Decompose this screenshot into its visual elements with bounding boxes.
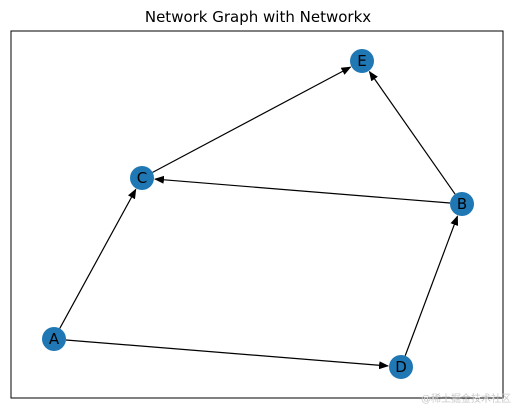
node-a: A	[42, 327, 66, 351]
node-label-e: E	[357, 52, 366, 70]
watermark: @稀土掘金技术社区	[421, 392, 511, 405]
node-label-b: B	[457, 195, 467, 213]
edge-a-c	[59, 188, 137, 329]
nodes-layer: A B C D E	[42, 49, 474, 379]
node-label-d: D	[395, 358, 407, 376]
node-label-a: A	[49, 330, 60, 348]
edge-b-c	[153, 175, 451, 204]
axes-frame	[10, 30, 504, 399]
node-circle-a	[42, 327, 66, 351]
node-b: B	[450, 192, 474, 216]
node-e: E	[350, 49, 374, 73]
node-circle-e	[350, 49, 374, 73]
edge-a-d	[65, 339, 390, 370]
node-circle-d	[389, 355, 413, 379]
edge-b-e	[368, 70, 456, 195]
edge-d-b	[404, 215, 459, 356]
node-circle-b	[450, 192, 474, 216]
edges-layer	[59, 66, 459, 370]
figure-title: Network Graph with Networkx	[145, 8, 371, 26]
node-d: D	[389, 355, 413, 379]
edge-c-e	[152, 66, 352, 173]
node-c: C	[130, 166, 154, 190]
node-circle-c	[130, 166, 154, 190]
node-label-c: C	[137, 169, 147, 187]
